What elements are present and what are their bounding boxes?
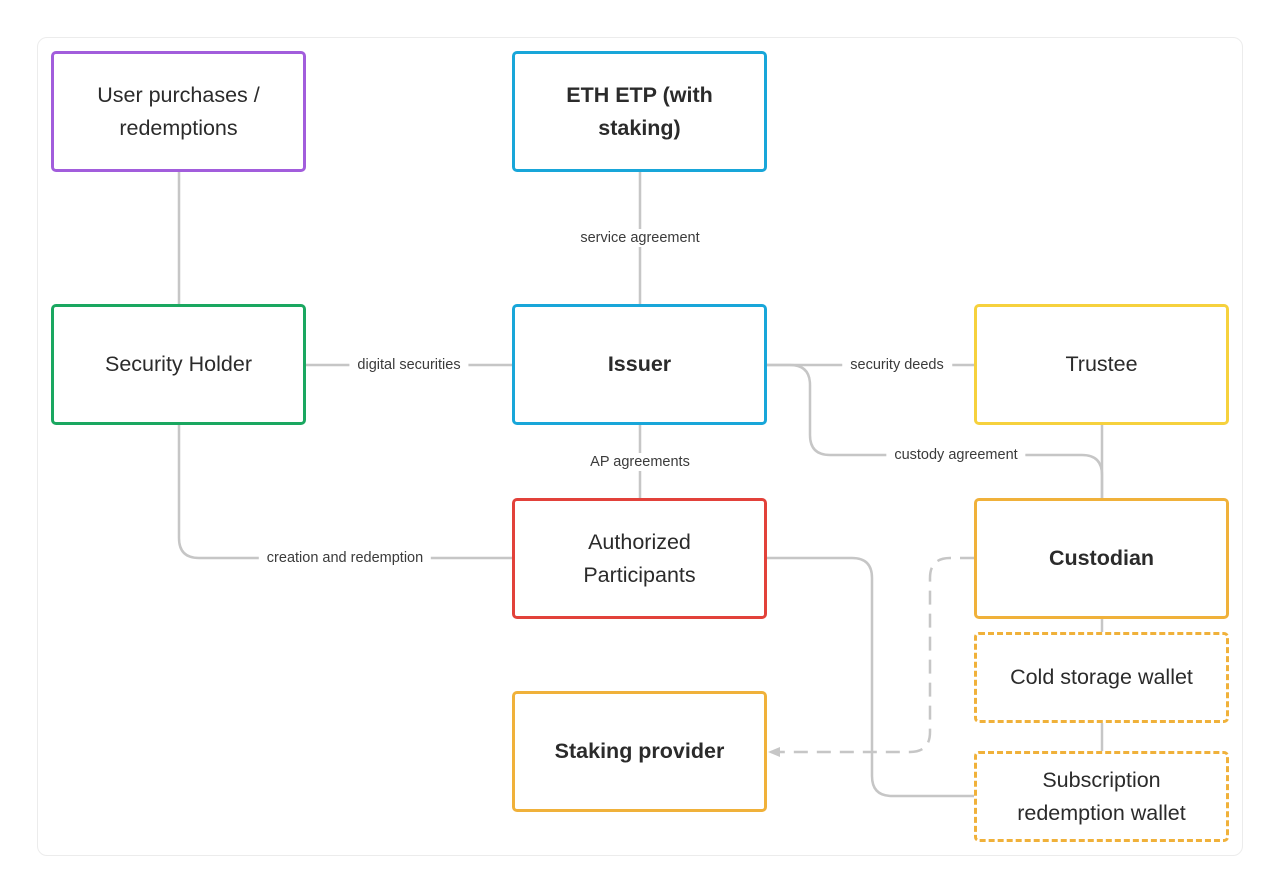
edge-ap-to-subscription [767, 556, 974, 798]
node-user-purchases[interactable]: User purchases / redemptions [51, 51, 306, 172]
node-eth-etp-label: ETH ETP (with staking) [566, 82, 713, 140]
node-trustee[interactable]: Trustee [974, 304, 1229, 425]
node-issuer[interactable]: Issuer [512, 304, 767, 425]
edge-label-security-deeds: security deeds [842, 356, 952, 374]
edge-custodian-to-staking [768, 556, 974, 757]
node-security-holder[interactable]: Security Holder [51, 304, 306, 425]
edge-label-creation-redemption: creation and redemption [258, 549, 432, 567]
node-authorized-participants[interactable]: Authorized Participants [512, 498, 767, 619]
node-subscription-redemption-wallet[interactable]: Subscription redemption wallet [974, 751, 1229, 842]
node-custodian[interactable]: Custodian [974, 498, 1229, 619]
node-security-holder-label: Security Holder [105, 352, 252, 376]
edge-label-custody-agreement: custody agreement [886, 446, 1026, 464]
node-cold-storage-wallet-label: Cold storage wallet [1010, 665, 1193, 689]
node-staking-provider[interactable]: Staking provider [512, 691, 767, 812]
node-issuer-label: Issuer [607, 352, 672, 376]
node-staking-provider-label: Staking provider [554, 739, 725, 763]
edge-label-digital-securities: digital securities [349, 356, 469, 374]
node-cold-storage-wallet[interactable]: Cold storage wallet [974, 632, 1229, 723]
node-eth-etp[interactable]: ETH ETP (with staking) [512, 51, 767, 172]
node-custodian-label: Custodian [1048, 546, 1155, 570]
edge-label-ap-agreements: AP agreements [582, 453, 698, 471]
edge-label-service-agreement: service agreement [572, 229, 708, 247]
node-user-purchases-label: User purchases / redemptions [97, 82, 260, 140]
edge-holder-to-ap [177, 425, 513, 560]
node-subscription-redemption-wallet-label: Subscription redemption wallet [1017, 767, 1186, 825]
edge-issuer-to-custodian [767, 363, 1104, 498]
node-trustee-label: Trustee [1065, 352, 1138, 376]
node-authorized-participants-label: Authorized Participants [583, 529, 696, 587]
